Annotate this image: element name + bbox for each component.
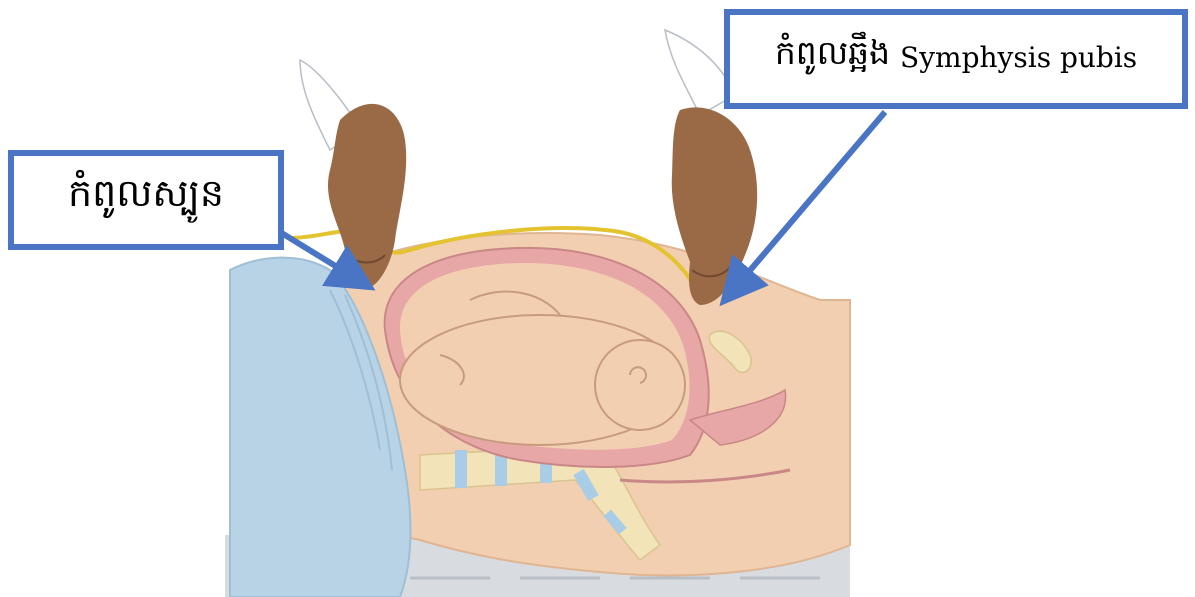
arrow-to-symphysis — [735, 112, 885, 288]
disc — [455, 450, 467, 488]
fundus-label: កំពូលស្បូន — [68, 169, 224, 225]
symphysis-latin-label: Symphysis pubis — [900, 41, 1137, 74]
fundus-label-box: កំពូលស្បូន — [8, 150, 284, 250]
symphysis-label-box: កំពូលឆ្អឹង Symphysis pubis — [724, 9, 1188, 109]
symphysis-khmer-label: កំពូលឆ្អឹង — [775, 33, 890, 81]
